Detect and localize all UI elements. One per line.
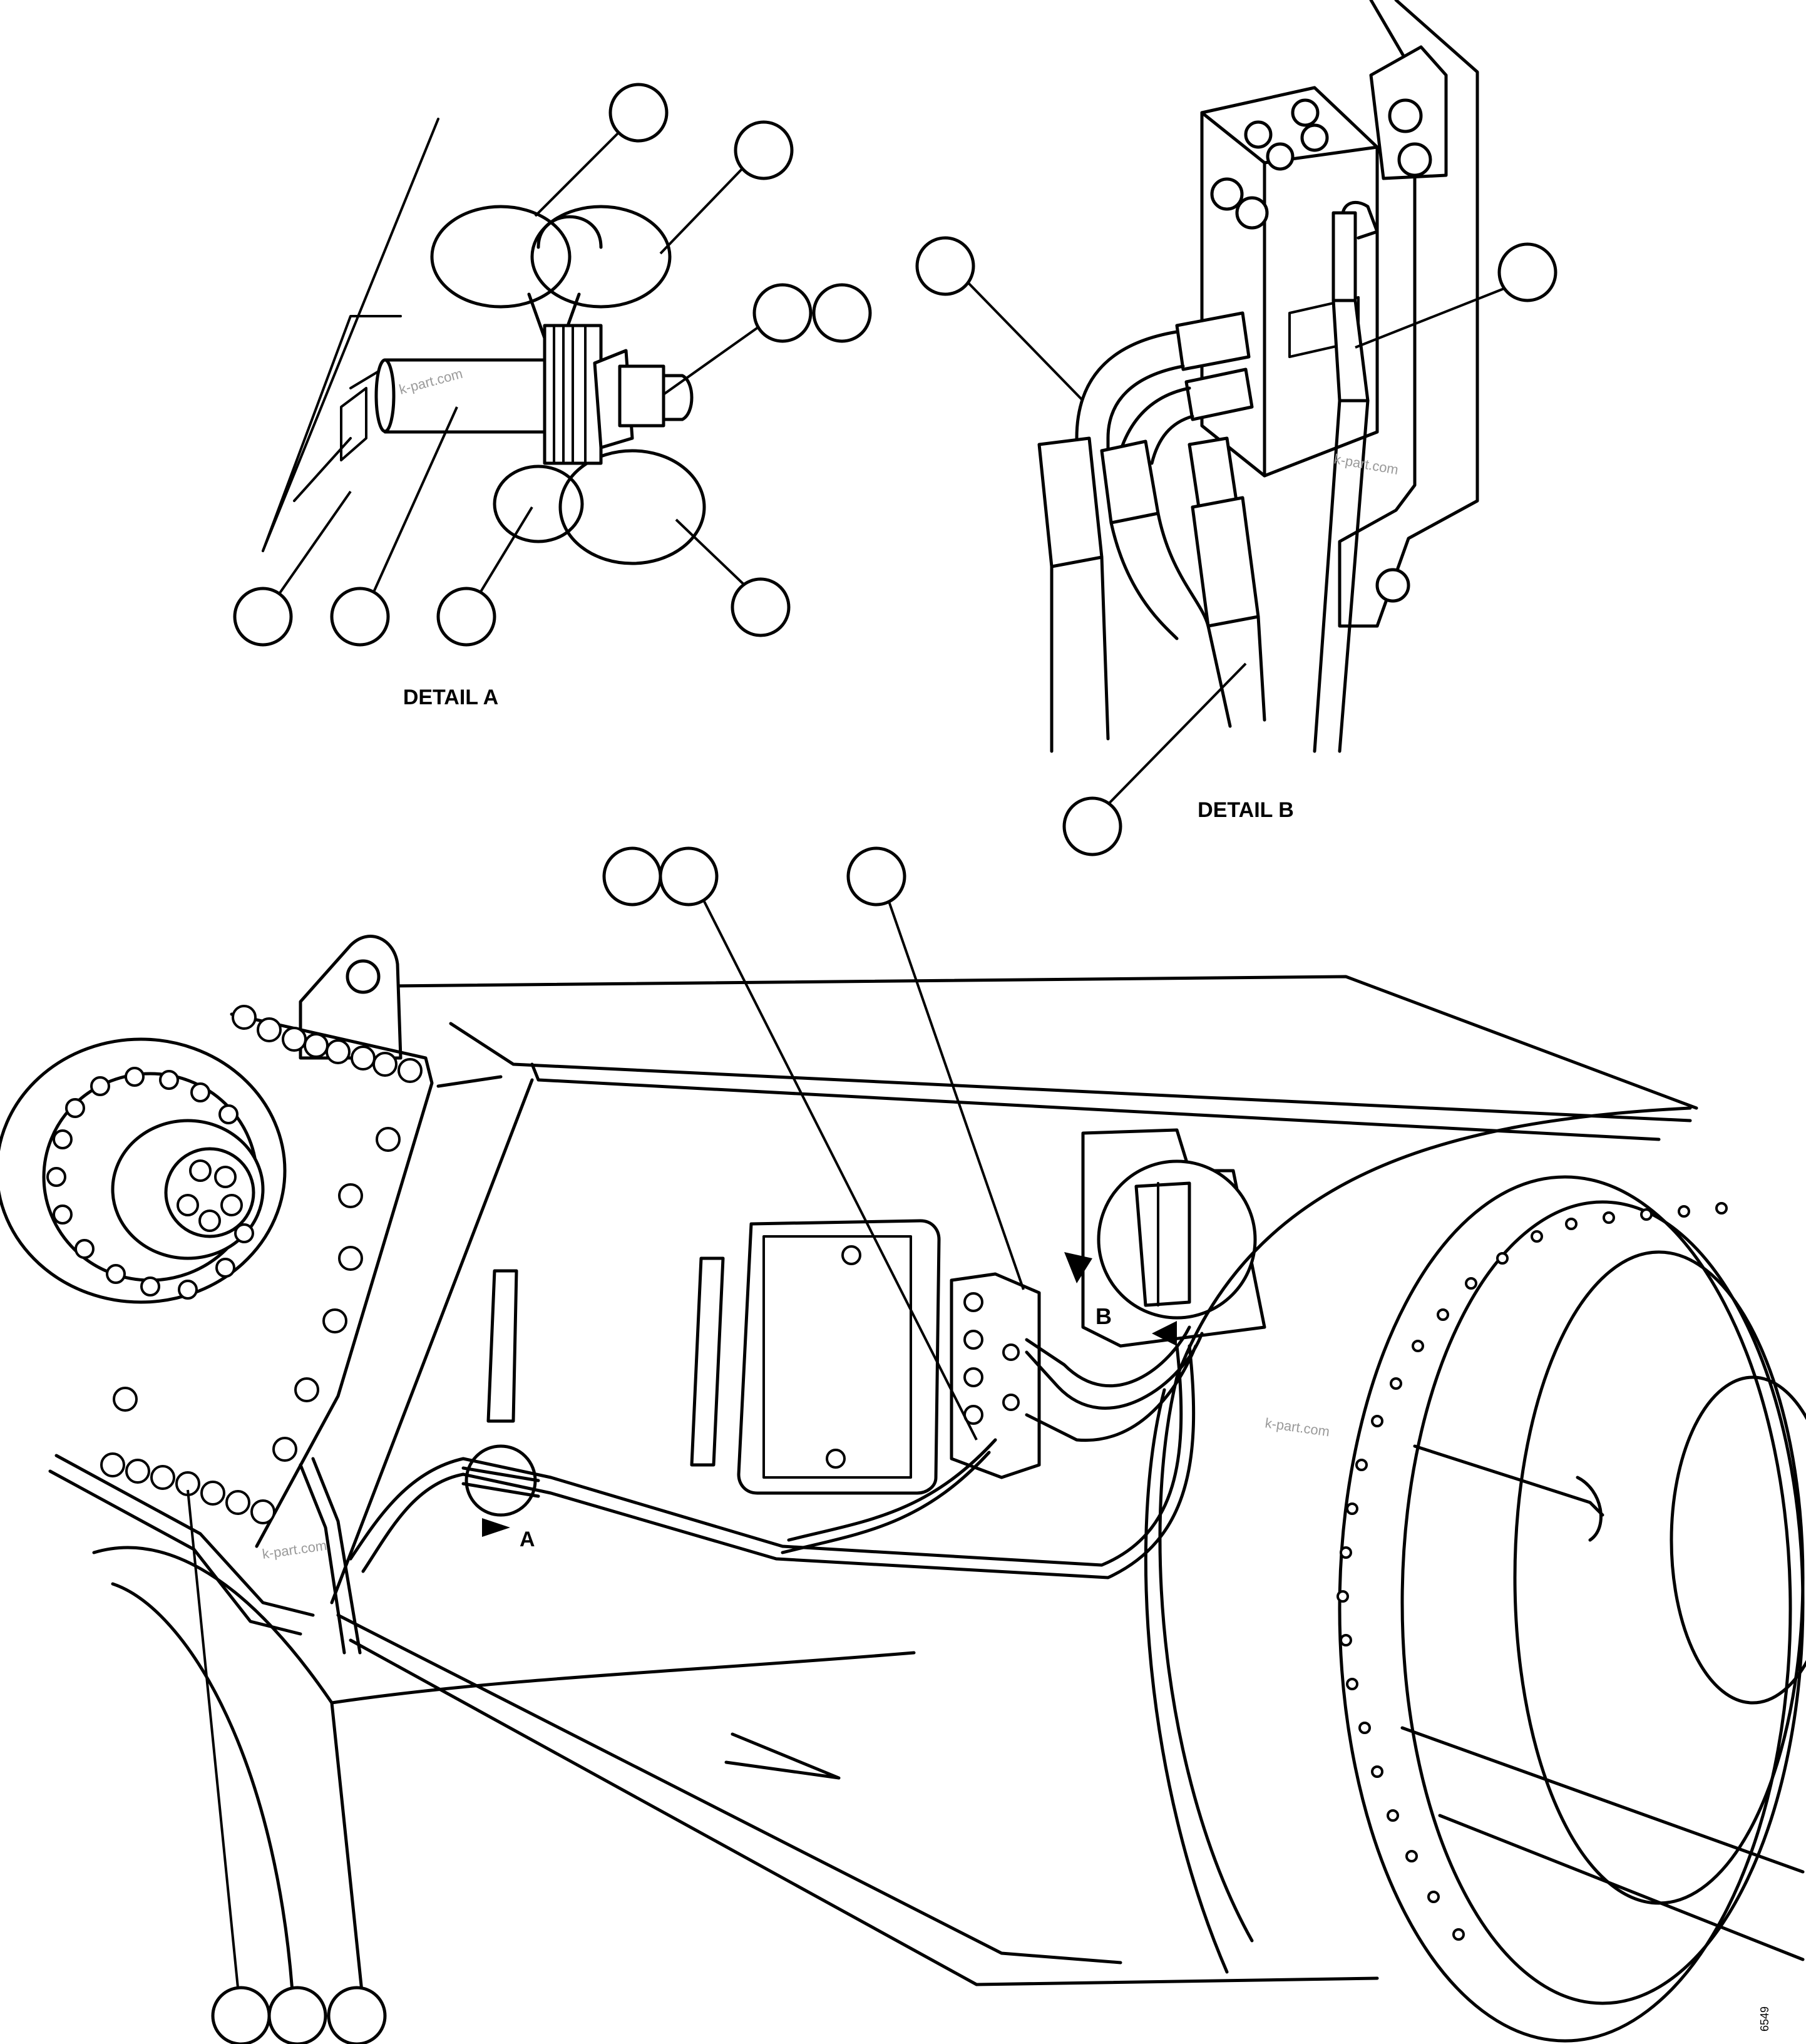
- detail-b-illustration: [1037, 0, 1479, 753]
- detail-a-illustration: [262, 118, 706, 565]
- view-direction-arrow-icon: [1152, 1321, 1177, 1346]
- callout-balloon[interactable]: [327, 1986, 387, 2044]
- detail-b-callouts: [915, 236, 1557, 856]
- detail-a-callouts: [233, 83, 872, 647]
- view-marker-a-label: A: [520, 1528, 535, 1551]
- callout-balloon[interactable]: [1062, 796, 1122, 856]
- callout-balloon[interactable]: [1497, 242, 1557, 302]
- callout-balloon[interactable]: [752, 283, 813, 343]
- figure-number: 6549: [1758, 2006, 1771, 2031]
- callout-balloon[interactable]: [608, 83, 669, 143]
- callout-balloon[interactable]: [436, 587, 496, 647]
- callout-balloon[interactable]: [330, 587, 390, 647]
- main-view-callouts: [187, 846, 1025, 2044]
- watermark: k-part.com: [1333, 451, 1400, 478]
- view-marker-b: B: [1064, 1252, 1177, 1346]
- view-direction-arrow-icon: [482, 1518, 510, 1537]
- main-view-illustration: [0, 935, 1806, 2043]
- detail-a-title: DETAIL A: [403, 686, 498, 709]
- detail-b-title: DETAIL B: [1198, 798, 1294, 822]
- callout-balloon[interactable]: [659, 846, 719, 906]
- watermark: k-part.com: [1264, 1415, 1330, 1439]
- watermark: k-part.com: [261, 1538, 327, 1562]
- callout-balloon[interactable]: [734, 120, 794, 180]
- callout-balloon[interactable]: [267, 1986, 327, 2044]
- view-marker-a: A: [482, 1518, 535, 1551]
- callout-balloon[interactable]: [731, 577, 791, 637]
- callout-balloon[interactable]: [915, 236, 975, 296]
- callout-balloon[interactable]: [602, 846, 662, 906]
- view-marker-b-label: B: [1095, 1303, 1112, 1329]
- callout-balloon[interactable]: [233, 587, 293, 647]
- callout-balloon[interactable]: [211, 1986, 271, 2044]
- view-direction-arrow-icon: [1064, 1252, 1092, 1283]
- callout-balloon[interactable]: [846, 846, 906, 906]
- callout-balloon[interactable]: [812, 283, 872, 343]
